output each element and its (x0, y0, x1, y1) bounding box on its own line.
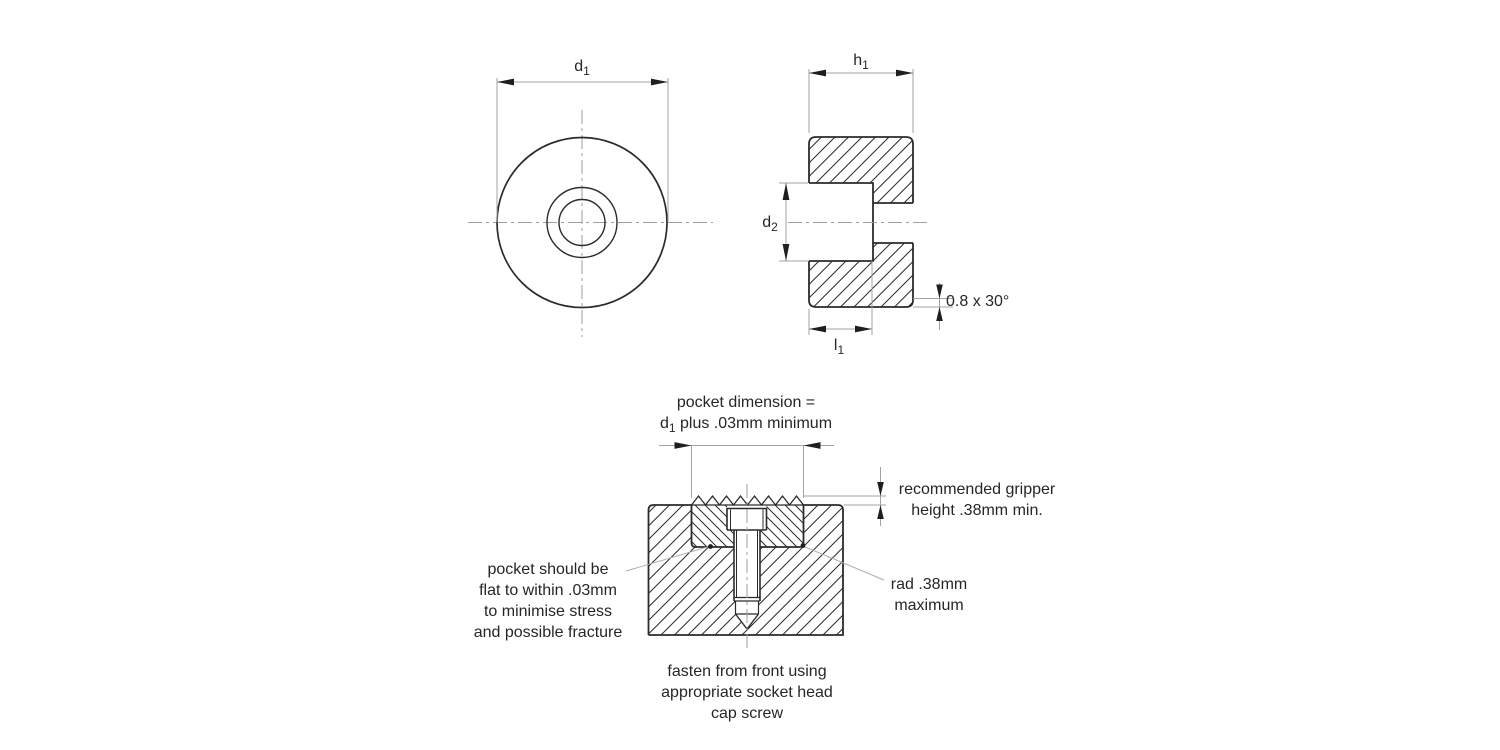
thread-end-cutout (735, 601, 759, 614)
pocket-dimension-note: pocket dimension = d1 plus .03mm minimum (646, 392, 846, 434)
fastening-note-line3: cap screw (710, 705, 784, 722)
flatness-leader-line (625, 546, 710, 572)
l1-dimension-label: l1 (833, 337, 845, 358)
fastening-note-line1: fasten from front using (667, 663, 827, 680)
flatness-note-line1: pocket should be (487, 561, 609, 578)
chamfer-arrow-up (936, 307, 943, 321)
pocket-dimension-note-line1: pocket dimension = (676, 394, 816, 411)
h1-extension-lines (808, 69, 914, 133)
gripper-height-note-line1: recommended gripper (898, 481, 1056, 498)
section-view (779, 69, 953, 335)
fastening-note: fasten from front using appropriate sock… (647, 661, 847, 724)
h1-arrow-left (809, 69, 826, 77)
pocket-dim-arrow-right (803, 442, 821, 449)
fastening-note-line2: appropriate socket head (661, 684, 833, 701)
h1-dimension-label: h1 (853, 52, 869, 73)
front-view (468, 78, 713, 337)
l1-arrow-left (809, 325, 826, 333)
installation-view (625, 442, 886, 650)
screw-thread-minor-lines (736, 530, 758, 598)
chamfer-note: 0.8 x 30° (946, 293, 1010, 310)
flatness-note-line2: flat to within .03mm (479, 582, 617, 599)
gripper-counterbore-circle (546, 186, 618, 259)
pocket-dim-arrow-left (674, 442, 692, 449)
radius-note: rad .38mm maximum (869, 574, 989, 616)
d1-extension-lines (496, 78, 669, 223)
flatness-note-line4: and possible fracture (473, 624, 623, 641)
d2-arrow-up (782, 183, 790, 200)
d1-dimension-label: d1 (574, 58, 590, 79)
gripper-height-arrow-down (877, 482, 884, 496)
radius-leader-line (803, 546, 885, 581)
gripper-height-reference-lines (804, 495, 886, 506)
chamfer-reference-lines (913, 298, 953, 308)
chamfer-arrow-down (936, 284, 943, 299)
gripper-serrations (690, 494, 805, 507)
flatness-leader-dot (708, 544, 713, 549)
d2-dimension-label: d2 (762, 214, 778, 235)
d2-arrow-down (782, 244, 790, 261)
l1-arrow-right (855, 325, 872, 333)
section-body-outline (808, 136, 914, 308)
radius-note-line1: rad .38mm (890, 576, 968, 593)
gripper-hole-circle (558, 198, 606, 247)
gripper-height-note: recommended gripper height .38mm min. (887, 479, 1067, 521)
pocket-dimension-note-line2: d1 plus .03mm minimum (659, 415, 833, 436)
d1-arrow-left (497, 78, 514, 86)
h1-arrow-right (896, 69, 913, 77)
d1-arrow-right (651, 78, 668, 86)
screw-head-detail-lines (730, 509, 764, 530)
flatness-note: pocket should be flat to within .03mm to… (458, 559, 638, 643)
screw-shank-lines (733, 530, 761, 601)
gripper-height-note-line2: height .38mm min. (911, 502, 1043, 519)
radius-note-line2: maximum (894, 597, 964, 614)
d2-extension-lines (779, 182, 808, 262)
pocket-dim-extension-lines (691, 445, 804, 498)
gripper-height-arrow-up (877, 505, 884, 519)
radius-leader-dot (800, 543, 806, 548)
l1-extension-lines (808, 261, 873, 335)
flatness-note-line3: to minimise stress (483, 603, 613, 620)
